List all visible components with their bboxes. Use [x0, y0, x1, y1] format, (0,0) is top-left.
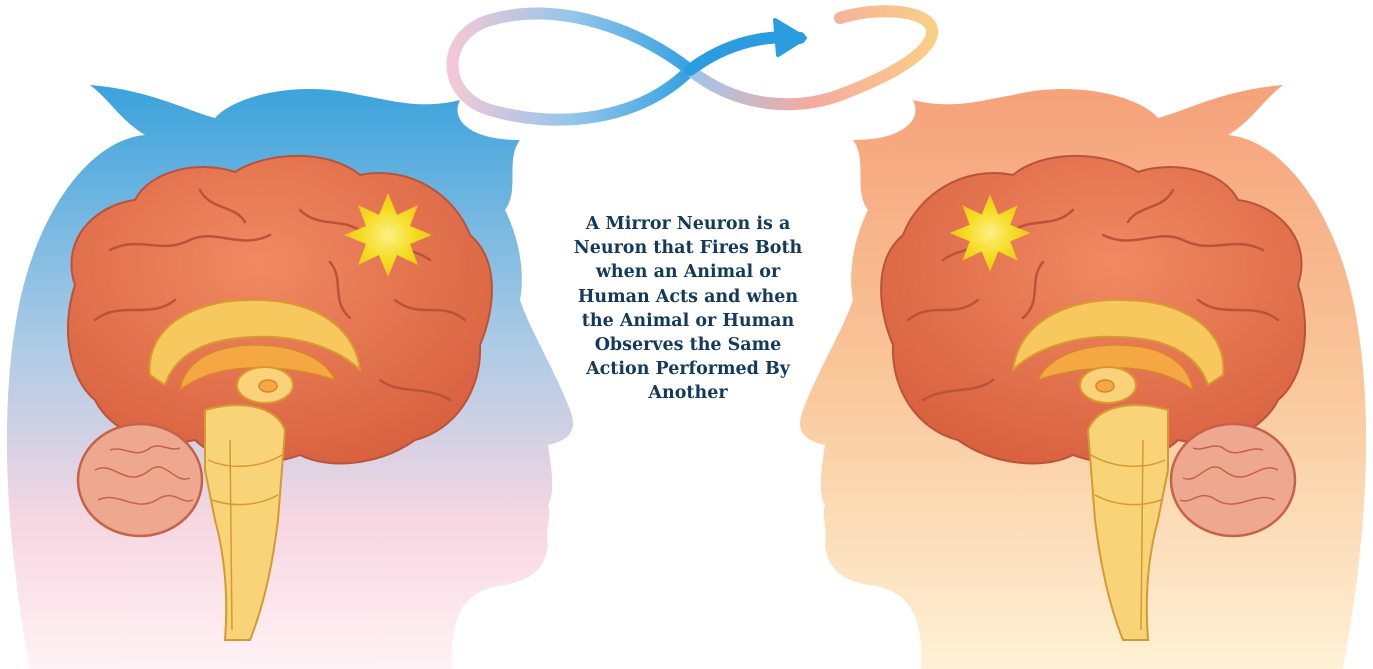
- caption-line: the Animal or Human: [540, 309, 836, 333]
- mirror-neuron-definition: A Mirror Neuron is a Neuron that Fires B…: [540, 212, 836, 406]
- infinity-loop-arrow-icon: [453, 11, 933, 119]
- caption-line: A Mirror Neuron is a: [540, 212, 836, 236]
- caption-line: Another: [540, 381, 836, 405]
- caption-line: when an Animal or: [540, 260, 836, 284]
- caption-line: Human Acts and when: [540, 285, 836, 309]
- caption-line: Observes the Same: [540, 333, 836, 357]
- caption-line: Neuron that Fires Both: [540, 236, 836, 260]
- caption-line: Action Performed By: [540, 357, 836, 381]
